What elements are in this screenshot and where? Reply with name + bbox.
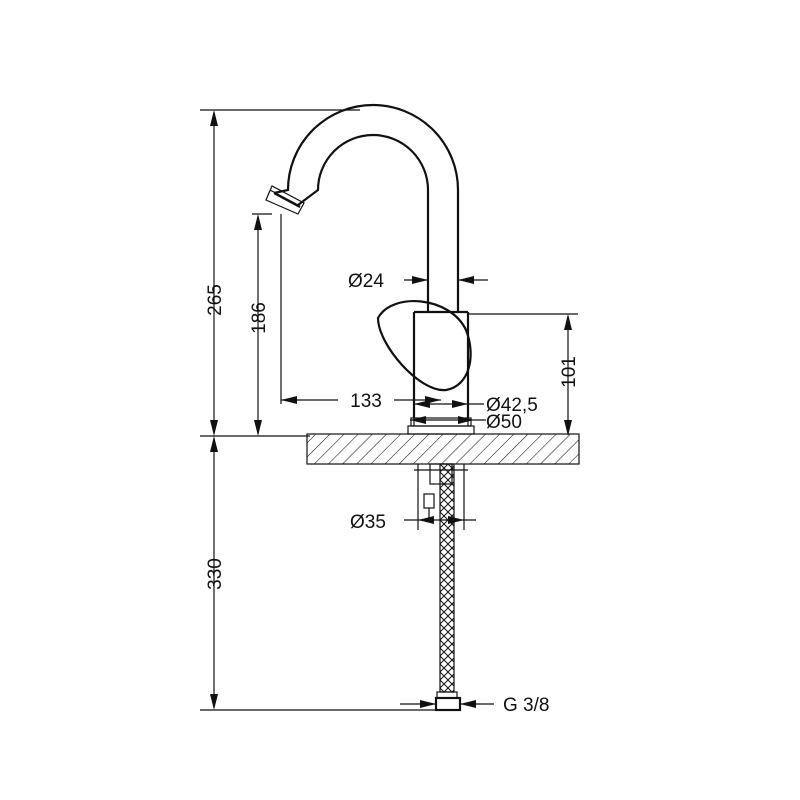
countertop (306, 433, 580, 465)
dim-label-265: 265 (205, 284, 226, 316)
dimension-265: 265 (200, 109, 360, 436)
dimension-186: 186 (249, 213, 272, 436)
dimension-thread-g38: G 3/8 (400, 695, 549, 716)
dim-label-dia-35: Ø35 (350, 512, 386, 533)
faucet-spout (265, 103, 460, 312)
dim-label-330: 330 (205, 558, 226, 590)
dim-label-dia-42-5: Ø42,5 (486, 395, 538, 416)
flexible-hose (434, 463, 462, 712)
dim-label-thread: G 3/8 (503, 695, 549, 716)
dim-label-186: 186 (249, 302, 270, 334)
lever-handle (376, 300, 472, 392)
hose-connector-nut (434, 696, 462, 712)
dim-label-dia-24: Ø24 (348, 271, 384, 292)
dimension-330: 330 (200, 436, 438, 711)
dimension-dia-42-5: Ø42,5 (413, 392, 538, 426)
dimension-dia-24: Ø24 (348, 271, 488, 292)
dimension-101: 101 (468, 313, 580, 436)
dimension-133: 133 (280, 214, 441, 412)
dim-label-133: 133 (350, 391, 382, 412)
dim-label-101: 101 (559, 356, 580, 388)
dimension-dia-50: Ø50 (410, 412, 522, 433)
dim-label-dia-50: Ø50 (486, 412, 522, 433)
dimension-dia-35: Ø35 (350, 500, 476, 533)
faucet-base (407, 417, 475, 435)
